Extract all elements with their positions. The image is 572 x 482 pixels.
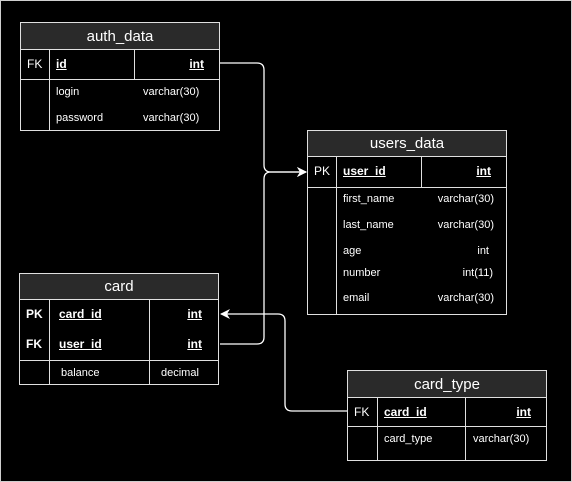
field-type: int bbox=[476, 164, 491, 178]
field-name: id bbox=[56, 57, 67, 71]
field-name: user_id bbox=[343, 164, 386, 178]
link-card-user-id-to-users-user-id bbox=[220, 167, 307, 345]
field-name: first_name bbox=[343, 193, 395, 205]
link-auth-id-to-users-user-id bbox=[220, 62, 307, 177]
table-card[interactable]: card PK card_id int FK user_id int balan… bbox=[19, 273, 219, 385]
field-type: int bbox=[516, 405, 531, 419]
field-name: last_name bbox=[343, 219, 394, 231]
key-badge: FK bbox=[354, 405, 370, 419]
key-badge: PK bbox=[26, 307, 43, 321]
field-type: varchar(30) bbox=[473, 433, 530, 445]
field-type: int bbox=[187, 337, 202, 351]
field-type: int bbox=[187, 307, 202, 321]
key-badge: FK bbox=[27, 57, 43, 71]
table-users-data[interactable]: users_data PK user_id int first_name var… bbox=[307, 130, 507, 315]
field-type: varchar(30) bbox=[437, 219, 494, 231]
table-title: card bbox=[20, 274, 218, 300]
field-name: age bbox=[343, 245, 362, 257]
field-name: card_type bbox=[384, 433, 433, 445]
field-name: email bbox=[343, 292, 370, 304]
key-badge: FK bbox=[26, 337, 42, 351]
field-type: varchar(30) bbox=[143, 86, 200, 98]
field-type: varchar(30) bbox=[437, 193, 494, 205]
field-type: int bbox=[189, 57, 204, 71]
field-type: decimal bbox=[161, 367, 199, 379]
field-type: int(11) bbox=[462, 267, 493, 279]
table-card-type[interactable]: card_type FK card_id int card_type varch… bbox=[347, 370, 547, 461]
field-name: password bbox=[56, 112, 104, 124]
field-name: balance bbox=[61, 367, 100, 379]
field-name: number bbox=[343, 267, 381, 279]
field-type: int bbox=[477, 245, 489, 257]
field-type: varchar(30) bbox=[143, 112, 200, 124]
field-name: card_id bbox=[59, 307, 102, 321]
table-title: auth_data bbox=[21, 23, 219, 50]
table-auth-data[interactable]: auth_data FK id int login varchar(30) pa… bbox=[20, 22, 220, 131]
field-name: card_id bbox=[384, 405, 427, 419]
field-name: login bbox=[56, 86, 80, 98]
table-title: card_type bbox=[348, 371, 546, 398]
key-badge: PK bbox=[314, 164, 331, 178]
field-type: varchar(30) bbox=[437, 292, 494, 304]
link-card-type-card-id-to-card-card-id bbox=[220, 309, 347, 412]
table-title: users_data bbox=[308, 131, 506, 157]
field-name: user_id bbox=[59, 337, 102, 351]
